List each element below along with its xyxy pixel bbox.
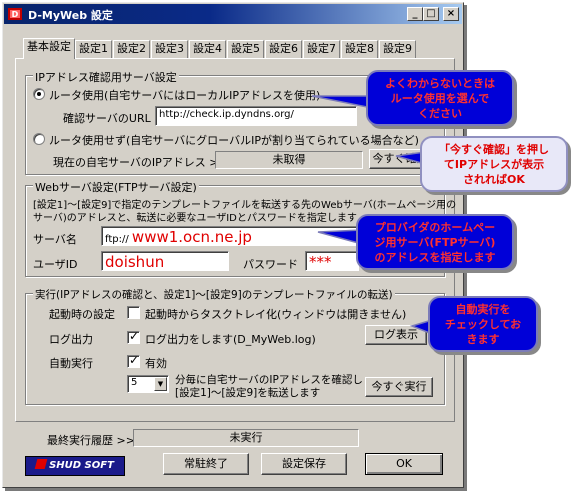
logo-mark-icon: [34, 459, 48, 469]
tab-setting-8[interactable]: 設定8: [341, 40, 378, 58]
logo-text: SHUD SOFT: [49, 460, 114, 471]
tab-setting-4[interactable]: 設定4: [189, 40, 226, 58]
check-callout: 「今すぐ確認」を押し てIPアドレスが表示 されればOK: [420, 136, 568, 192]
log-output-checkbox[interactable]: [127, 329, 140, 344]
auto-callout-line-1: 自動実行を: [455, 303, 511, 316]
log-output-label: ログ出力: [49, 333, 93, 346]
app-icon: D: [8, 8, 22, 20]
no-router-label: ルータ使用せず(自宅サーバにグローバルIPが割り当てられている場合など): [49, 134, 419, 147]
interval-value: 5: [131, 377, 138, 388]
shud-soft-logo: SHUD SOFT: [25, 456, 125, 476]
auto-callout-line-2: チェックしてお: [444, 318, 522, 331]
router-callout-line-3: ください: [418, 107, 462, 120]
check-callout-line-3: されればOK: [463, 173, 525, 186]
tab-setting-2[interactable]: 設定2: [113, 40, 150, 58]
web-description-1: [設定1]～[設定9]で指定のテンプレートファイルを転送する先のWebサーバ(ホ…: [33, 200, 457, 211]
exec-group-legend: 実行(IPアドレスの確認と、設定1]～[設定9]のテンプレートファイルの転送): [33, 287, 395, 302]
window-title: D-MyWeb 設定: [28, 9, 113, 22]
startup-tray-label: 起動時からタスクトレイ化(ウィンドウは開きません): [145, 308, 407, 321]
auto-run-label: 自動実行: [49, 357, 93, 370]
run-now-button[interactable]: 今すぐ実行: [365, 377, 433, 397]
startup-label: 起動時の設定: [49, 308, 115, 321]
check-url-label: 確認サーバのURL: [63, 112, 151, 125]
startup-tray-checkbox[interactable]: [127, 306, 140, 319]
interval-desc-2: [設定1]～[設定9]を転送します: [175, 387, 321, 399]
server-name-input[interactable]: ftp:// www1.ocn.ne.jp: [101, 226, 359, 246]
router-callout: よくわからないときは ルータ使用を選んで ください: [366, 70, 514, 126]
check-callout-line-2: てIPアドレスが表示: [443, 158, 545, 171]
tab-setting-6[interactable]: 設定6: [265, 40, 302, 58]
user-id-input[interactable]: doishun: [101, 251, 229, 271]
ok-button[interactable]: OK: [365, 453, 443, 475]
provider-callout-line-3: のアドレスを指定します: [374, 251, 496, 264]
title-bar[interactable]: D D-MyWeb 設定 _ □ ×: [4, 4, 462, 24]
tab-setting-9[interactable]: 設定9: [379, 40, 416, 58]
server-name-label: サーバ名: [33, 233, 77, 246]
save-settings-button[interactable]: 設定保存: [261, 453, 347, 475]
tab-setting-1[interactable]: 設定1: [75, 40, 112, 58]
current-ip-value: 未取得: [215, 151, 363, 169]
last-run-value: 未実行: [133, 429, 359, 447]
use-router-radio[interactable]: [33, 88, 45, 100]
user-id-value: doishun: [105, 253, 165, 271]
resident-exit-button[interactable]: 常駐終了: [163, 453, 249, 475]
server-name-value: www1.ocn.ne.jp: [131, 228, 252, 246]
ip-group-legend: IPアドレス確認用サーバ設定: [33, 69, 179, 85]
auto-callout: 自動実行を チェックしてお きます: [428, 296, 538, 352]
web-description-2: サーバ)のアドレスと、転送に必要なユーザIDとパスワードを指定します: [33, 213, 357, 224]
password-input[interactable]: ***: [305, 251, 359, 271]
close-button[interactable]: ×: [443, 7, 459, 21]
auto-run-checkbox-label: 有効: [145, 357, 167, 370]
router-callout-line-1: よくわからないときは: [385, 77, 495, 90]
tab-setting-5[interactable]: 設定5: [227, 40, 264, 58]
password-label: パスワード: [243, 258, 298, 271]
server-prefix: ftp://: [105, 234, 129, 245]
interval-select[interactable]: 5 ▼: [127, 375, 169, 393]
svg-text:D: D: [12, 10, 19, 19]
web-group-legend: Webサーバ設定(FTPサーバ設定): [33, 179, 199, 195]
chevron-down-icon[interactable]: ▼: [154, 377, 167, 391]
auto-callout-line-3: きます: [466, 333, 500, 346]
provider-callout-line-1: プロバイダのホームペー: [374, 221, 496, 234]
auto-run-checkbox[interactable]: [127, 353, 140, 368]
use-router-label: ルータ使用(自宅サーバにはローカルIPアドレスを使用): [49, 89, 321, 102]
password-value: ***: [309, 253, 332, 271]
tab-setting-7[interactable]: 設定7: [303, 40, 340, 58]
check-callout-line-1: 「今すぐ確認」を押し: [439, 143, 549, 156]
router-callout-line-2: ルータ使用を選んで: [390, 92, 490, 105]
minimize-button[interactable]: _: [407, 7, 423, 21]
no-router-radio[interactable]: [33, 133, 45, 145]
tab-setting-3[interactable]: 設定3: [151, 40, 188, 58]
tab-basic[interactable]: 基本設定: [23, 38, 75, 59]
log-output-checkbox-label: ログ出力をします(D_MyWeb.log): [145, 333, 316, 346]
provider-callout: プロバイダのホームペー ジ用サーバ(FTPサーバ) のアドレスを指定します: [356, 214, 514, 270]
user-id-label: ユーザID: [33, 258, 78, 271]
current-ip-label: 現在の自宅サーバのIPアドレス >>: [53, 156, 228, 169]
last-run-label: 最終実行履歴 >>: [47, 434, 135, 447]
interval-desc-1: 分毎に自宅サーバのIPアドレスを確認し: [175, 374, 363, 386]
maximize-button[interactable]: □: [423, 7, 439, 21]
check-url-input[interactable]: http://check.ip.dyndns.org/: [155, 106, 357, 126]
provider-callout-line-2: ジ用サーバ(FTPサーバ): [374, 236, 496, 249]
log-view-button[interactable]: ログ表示: [365, 325, 427, 345]
